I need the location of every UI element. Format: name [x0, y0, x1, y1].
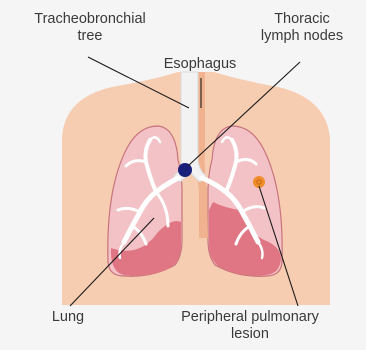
- label-peripheral-pulmonary-lesion: Peripheral pulmonary lesion: [152, 309, 348, 343]
- label-tracheobronchial-tree: Tracheobronchial tree: [19, 11, 161, 45]
- label-lung: Lung: [42, 309, 94, 326]
- label-esophagus: Esophagus: [146, 56, 254, 73]
- lymph-node-icon: [178, 163, 192, 177]
- label-thoracic-lymph-nodes: Thoracic lymph nodes: [246, 11, 358, 45]
